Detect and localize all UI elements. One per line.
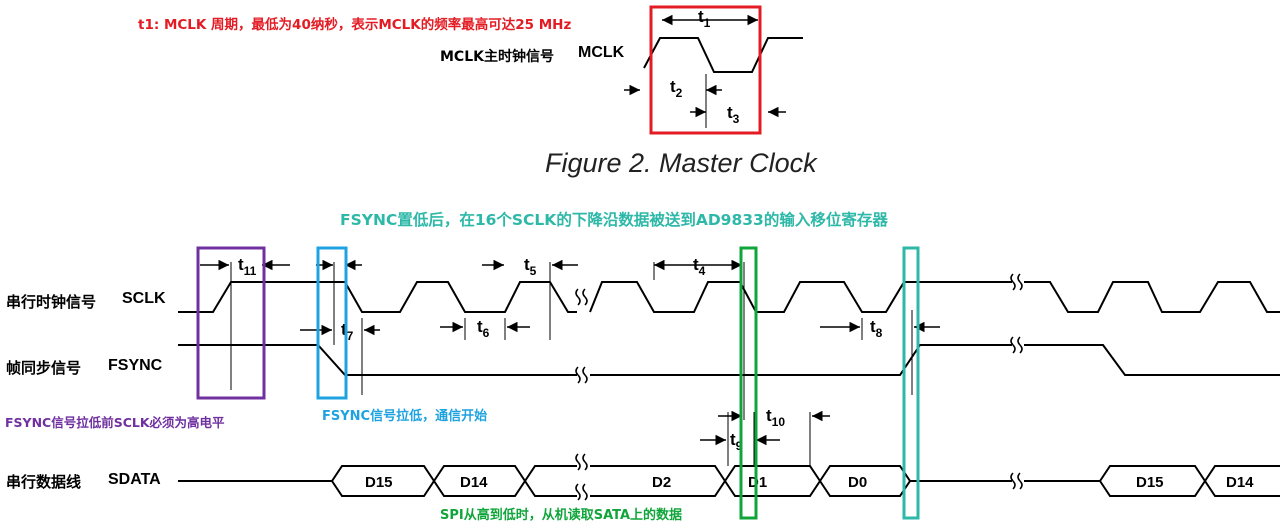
sdata-signal-en-label: SDATA [108,471,161,488]
sclk-signal-en-label: SCLK [122,290,166,307]
mclk-period-annotation: t1: MCLK 周期，最低为40纳秒，表示MCLK的频率最高可达25 MHz [138,17,572,33]
figure2-caption: Figure 2. Master Clock [545,148,817,178]
sdata-break-marks [575,453,1023,501]
fsync-low-annotation: FSYNC置低后，在16个SCLK的下降沿数据被送到AD9833的输入移位寄存器 [340,211,888,229]
t5-label: t5 [524,255,537,278]
t11-label: t11 [238,255,257,278]
teal-highlight-box [902,246,920,520]
fsync-waveform-cont [590,344,1012,376]
sclk-break-marks [575,273,1023,306]
data-bit-d2: D2 [652,474,671,491]
data-bit-d14-next: D14 [1226,474,1254,491]
t10-label: t10 [766,406,785,429]
timing-arrows [200,259,940,446]
t6-label: t6 [477,317,490,340]
sclk-waveform [178,281,577,313]
fsync-pulled-low-annotation: FSYNC信号拉低，通信开始 [322,409,488,424]
fsync-waveform [178,344,577,376]
spi-read-annotation: SPI从高到低时，从机读取SATA上的数据 [440,508,683,523]
mclk-waveform [643,37,803,73]
t7-label: t7 [341,320,354,343]
data-bit-d15-next: D15 [1136,474,1164,491]
fsync-signal-cn-label: 帧同步信号 [6,359,82,377]
fsync-break-marks [575,336,1023,384]
t8-label: t8 [870,317,883,340]
sclk-waveform-cont [589,281,1012,313]
timing-reference-lines [230,262,913,466]
t9-label: t9 [730,430,743,453]
purple-highlight-box [196,246,266,400]
t4-label: t4 [693,255,706,278]
t2-label: t2 [670,77,683,100]
data-bit-d1: D1 [748,474,767,491]
sdata-waveform [178,465,1280,497]
sclk-high-before-fsync-annotation: FSYNC信号拉低前SCLK必须为高电平 [5,415,225,430]
blue-highlight-box [316,246,348,400]
data-bit-d15: D15 [365,474,393,491]
mclk-signal-en-label: MCLK [578,44,625,61]
data-bit-d0: D0 [848,474,867,491]
fsync-signal-en-label: FSYNC [108,357,163,374]
mclk-period-highlight-box [649,5,762,135]
t3-label: t3 [727,103,740,126]
t2-markers [624,74,722,128]
mclk-signal-cn-label: MCLK主时钟信号 [440,49,554,65]
sclk-signal-cn-label: 串行时钟信号 [6,293,97,311]
sclk-waveform-end [1024,281,1280,313]
fsync-waveform-end [1024,344,1280,376]
data-bit-d14: D14 [460,474,488,491]
sdata-signal-cn-label: 串行数据线 [6,473,82,491]
green-highlight-box [739,246,758,520]
t1-label: t1 [698,7,711,30]
